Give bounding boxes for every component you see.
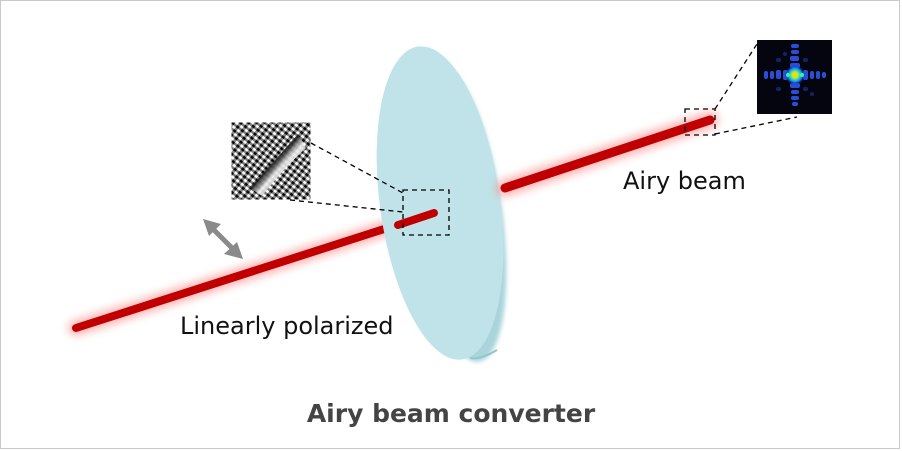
phase-pattern-inset bbox=[230, 121, 312, 201]
double-headed-arrow-icon bbox=[203, 219, 243, 259]
airy-beam-callout bbox=[684, 43, 798, 136]
output-beam-label: Airy beam bbox=[623, 167, 746, 195]
figure-caption: Airy beam converter bbox=[306, 399, 596, 428]
input-beam bbox=[68, 205, 442, 336]
airy-intensity-inset bbox=[757, 40, 832, 114]
phase-mask-callout bbox=[289, 142, 450, 236]
input-beam-label: Linearly polarized bbox=[180, 312, 394, 340]
converter-plate bbox=[376, 46, 507, 362]
beam-entry-point bbox=[394, 209, 438, 229]
output-beam bbox=[496, 111, 719, 197]
